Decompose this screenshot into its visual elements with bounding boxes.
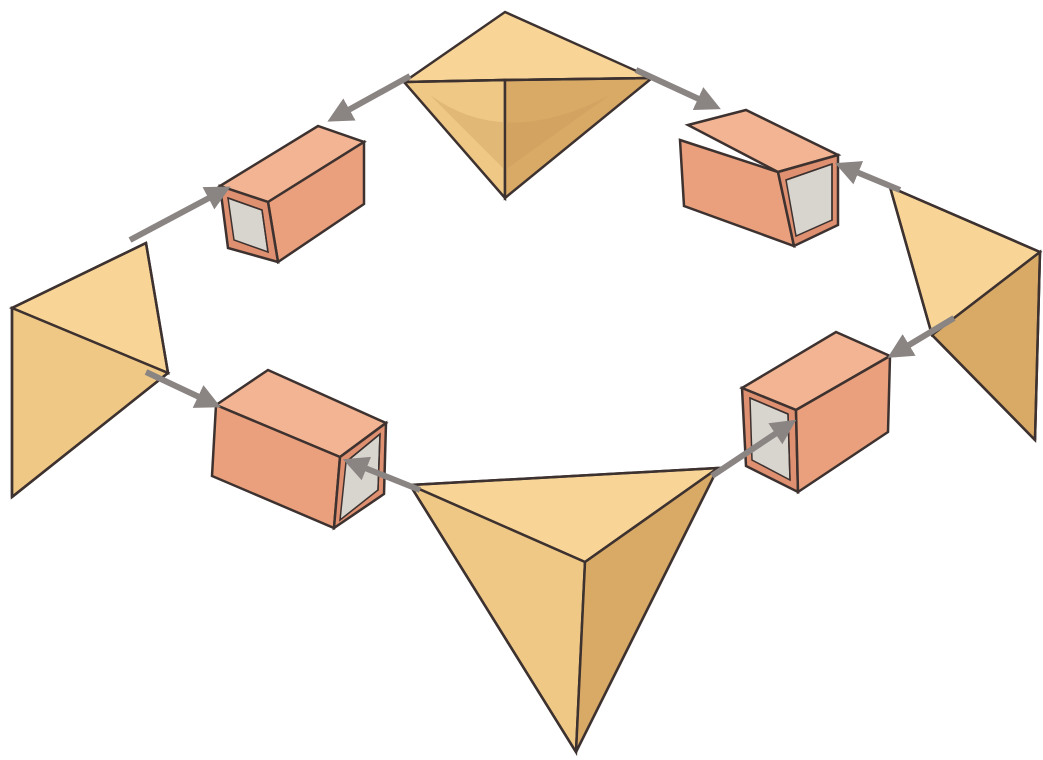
- pyramid-bottom: [410, 468, 718, 752]
- pyramid-top: [404, 12, 652, 198]
- pyramid-right: [890, 187, 1040, 440]
- arrow-pyramid-top-to-cube-upper-left: [334, 76, 410, 118]
- pyramid-left: [12, 243, 168, 497]
- cube-lower-right: [742, 332, 890, 492]
- cube-upper-right: [680, 110, 838, 246]
- arrow-pyramid-right-to-cube-upper-right: [842, 166, 900, 190]
- cube-upper-left: [220, 126, 364, 262]
- arrow-pyramid-left-to-cube-lower-left: [146, 372, 214, 404]
- arrow-pyramid-left-to-cube-upper-left: [130, 190, 224, 240]
- arrow-pyramid-top-to-cube-upper-right: [636, 70, 714, 106]
- cube-lower-left: [212, 370, 386, 528]
